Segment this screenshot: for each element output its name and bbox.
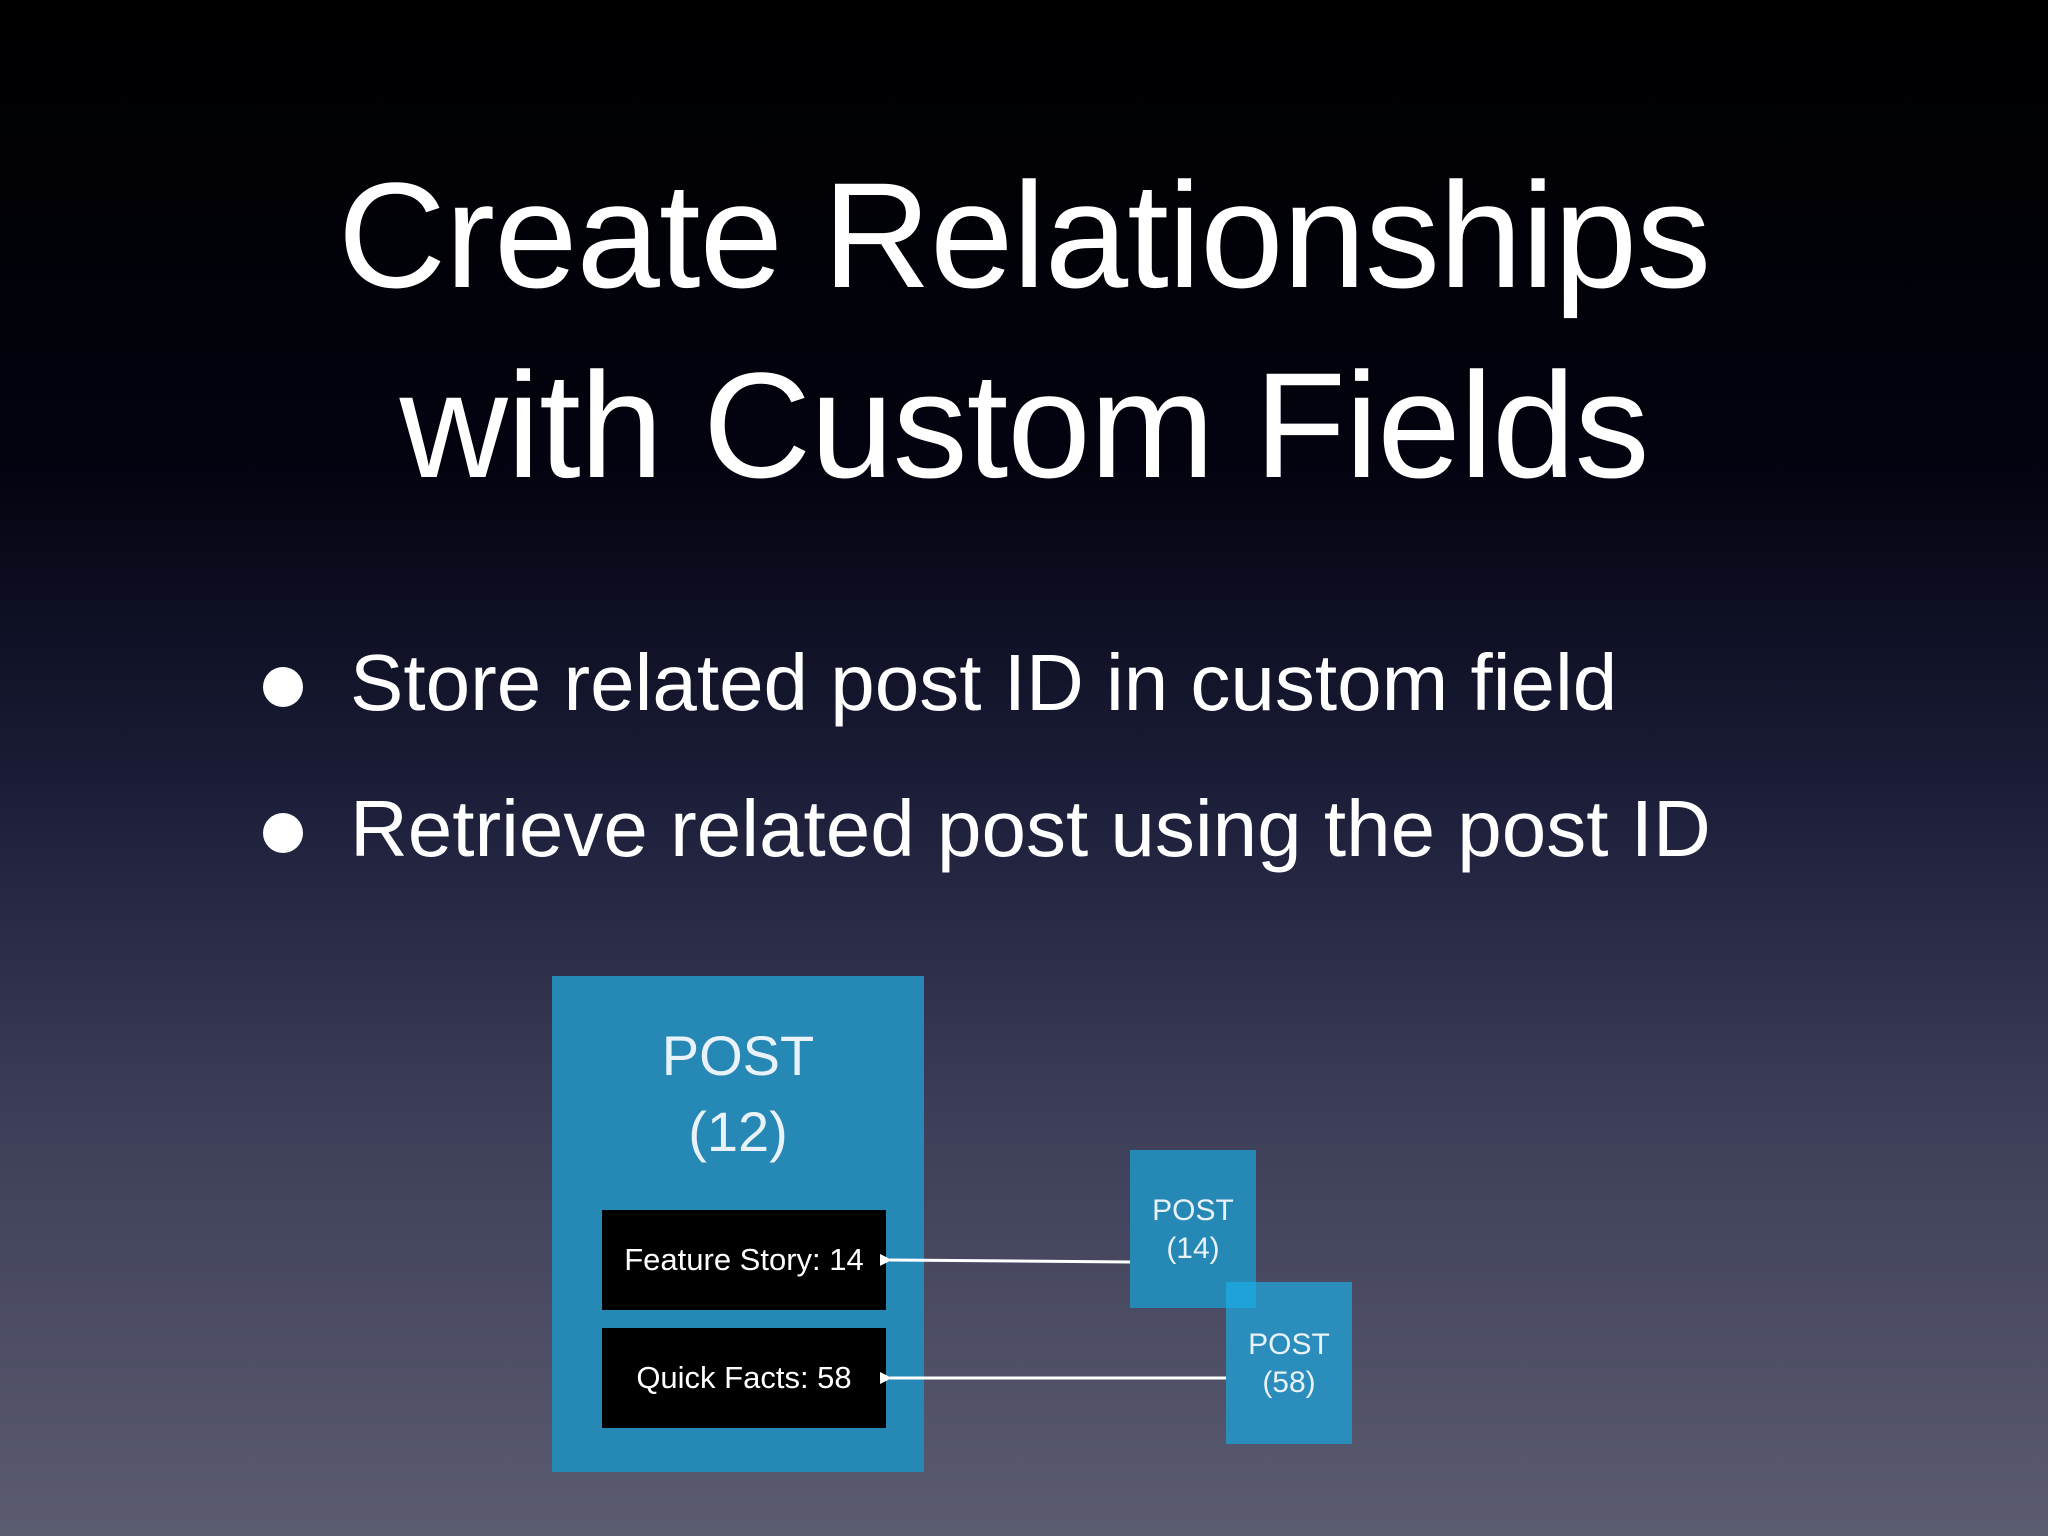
arrow-post-14-to-feature [879,1253,1131,1266]
post-58-box: POST (58) [1226,1282,1352,1444]
title-line-1: Create Relationships [337,151,1711,319]
bullet-text: Retrieve related post using the post ID [350,784,1711,873]
bullet-item: Store related post ID in custom field [255,610,1711,756]
bullet-dot-icon [263,667,303,707]
feature-story-field: Feature Story: 14 [602,1210,886,1310]
main-post-id: (12) [688,1100,788,1163]
post-14-title: POST [1152,1194,1234,1227]
post-58-title: POST [1248,1328,1330,1361]
bullet-list: Store related post ID in custom field Re… [255,610,1711,902]
post-14-box: POST (14) [1130,1150,1256,1308]
slide-title: Create Relationships with Custom Fields [0,140,2048,520]
bullet-item: Retrieve related post using the post ID [255,756,1711,902]
title-line-2: with Custom Fields [399,341,1649,509]
main-post-label: POST (12) [552,1018,924,1170]
main-post-box: POST (12) Feature Story: 14 Quick Facts:… [552,976,924,1472]
bullet-dot-icon [263,813,303,853]
box-overlap-highlight [1226,1282,1256,1308]
quick-facts-field: Quick Facts: 58 [602,1328,886,1428]
bullet-text: Store related post ID in custom field [350,638,1618,727]
post-58-id: (58) [1262,1366,1316,1399]
post-14-id: (14) [1166,1232,1220,1265]
main-post-title: POST [661,1024,815,1087]
